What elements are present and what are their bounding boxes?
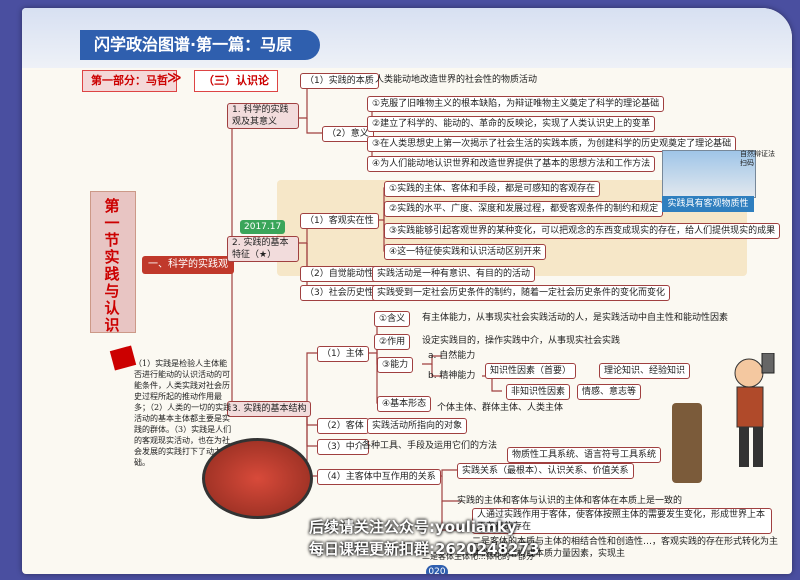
node-3a-4: ④基本形态: [377, 396, 432, 412]
section-box: [90, 191, 136, 333]
node-3d-3: 人通过实践作用于客体，使客体按照主体的需要发生变化，形成世界上本不存在的存在: [472, 508, 772, 534]
node-3a-1d: 有主体能力，从事现实社会实践活动的人，是实践活动中自主性和能动性因素: [422, 313, 729, 323]
node-2: 2. 实践的基本特征（★）: [227, 236, 299, 262]
node-3a-3b2: 非知识性因素: [506, 384, 571, 400]
node-3c: （3）中介: [317, 439, 369, 455]
page-number: 020: [426, 565, 448, 574]
node-3c-1: 各种工具、手段及运用它们的方法: [362, 441, 498, 451]
node-1: 1. 科学的实践观及其意义: [227, 103, 299, 129]
node-3b-1: 实践活动所指向的对象: [367, 418, 468, 434]
node-1a-def: 人类能动地改造世界的社会性的物质活动: [375, 75, 538, 85]
node-3c-2: 物质性工具系统、语言符号工具系统: [507, 447, 662, 463]
sub-label: （三）认识论: [194, 70, 278, 92]
node-2c-1: 实践受到一定社会历史条件的制约，随着一定社会历史条件的变化而变化: [372, 285, 671, 301]
node-3a-4d: 个体主体、群体主体、人类主体: [437, 403, 564, 413]
node-2c: （3）社会历史性: [300, 285, 379, 301]
node-2a: （1）客观实在性: [300, 213, 379, 229]
node-1b-1: ①克服了旧唯物主义的根本缺陷，为辩证唯物主义奠定了科学的理论基础: [367, 96, 665, 112]
branch-main: 一、科学的实践观: [142, 256, 234, 274]
node-3d-1: 实践关系（最根本）、认识关系、价值关系: [457, 463, 634, 479]
node-1a: （1）实践的本质: [300, 73, 379, 89]
node-3a-2d: 设定实践目的，操作实践中介，从事现实社会实践: [422, 336, 621, 346]
woodcutter-illustration: [734, 353, 775, 467]
watermark: 后续请关注公众号:youlianky 每日课程更新扣群:2620248273: [309, 516, 539, 560]
node-3a-3b1: 知识性因素（首要）: [485, 363, 577, 379]
node-2a-4: ④这一特征使实践和认识活动区别开来: [384, 244, 547, 260]
node-1b-3: ③在人类思想史上第一次揭示了社会生活的实践本质，为创建科学的历史观奠定了理论基础: [367, 136, 737, 152]
stump-illustration: [672, 403, 702, 483]
qr-title: 自然辩证法 扫码: [740, 150, 775, 167]
train-illustration: [662, 150, 756, 198]
node-3a-3: ③能力: [377, 357, 414, 373]
year-badge: 2017.17: [240, 220, 286, 234]
node-3a-3b: b. 精神能力: [428, 371, 476, 381]
page-title: 闪学政治图谱·第一篇：马原: [80, 30, 321, 60]
node-1b-4: ④为人们能动地认识世界和改造世界提供了基本的思想方法和工作方法: [367, 156, 656, 172]
train-tag: 实践具有客观物质性: [662, 196, 754, 212]
side-note: （1）实践是检验人主体能否进行能动的认识活动的可能条件，人类实践对社会历史过程所…: [134, 359, 232, 467]
node-3b: （2）客体: [317, 418, 369, 434]
node-3d-2: 实践的主体和客体与认识的主体和客体在本质上是一致的: [457, 496, 683, 506]
food-illustration: [202, 438, 313, 519]
node-3a-3b1d: 理论知识、经验知识: [599, 363, 691, 379]
node-3a-2: ②作用: [374, 334, 411, 350]
node-2a-3: ③实践能够引起客观世界的某种变化，可以把观念的东西变成现实的存在，给人们提供现实…: [384, 223, 781, 239]
node-3a-3b2d: 情感、意志等: [577, 384, 642, 400]
node-2b-1: 实践活动是一种有意识、有目的的活动: [372, 266, 536, 282]
node-2a-1: ①实践的主体、客体和手段，都是可感知的客观存在: [384, 181, 601, 197]
node-2a-2: ②实践的水平、广度、深度和发展过程，都受客观条件的制约和规定: [384, 201, 664, 217]
node-1b-2: ②建立了科学的、能动的、革命的反映论，实现了人类认识史上的变革: [367, 116, 656, 132]
watermark-line-2: 每日课程更新扣群:2620248273: [309, 540, 540, 558]
node-1b: （2）意义: [322, 126, 374, 142]
book-page: 闪学政治图谱·第一篇：马原 第一部分：马哲 ≫ （三）认识论: [22, 8, 792, 574]
node-2b: （2）自觉能动性: [300, 266, 379, 282]
watermark-line-1: 后续请关注公众号:youlianky: [309, 518, 517, 536]
node-3d: （4）主客体中互作用的关系: [317, 469, 441, 485]
part-label: 第一部分：马哲: [82, 70, 177, 92]
node-3: 3. 实践的基本结构: [227, 401, 312, 417]
node-3a-1: ①含义: [374, 311, 411, 327]
node-3d-4: 二是客体的本质与主体的相结合性和创造性…，客观实践的存在形式转化为主体的生命结构…: [472, 537, 779, 559]
section-label: 第一节 实践与认识: [104, 197, 120, 334]
node-3a: （1）主体: [317, 346, 369, 362]
node-3d-5: 二是客体主体化…体化的一部分: [422, 552, 534, 561]
node-3a-3a: a. 自然能力: [428, 351, 476, 361]
chevron-icon: ≫: [167, 70, 182, 86]
